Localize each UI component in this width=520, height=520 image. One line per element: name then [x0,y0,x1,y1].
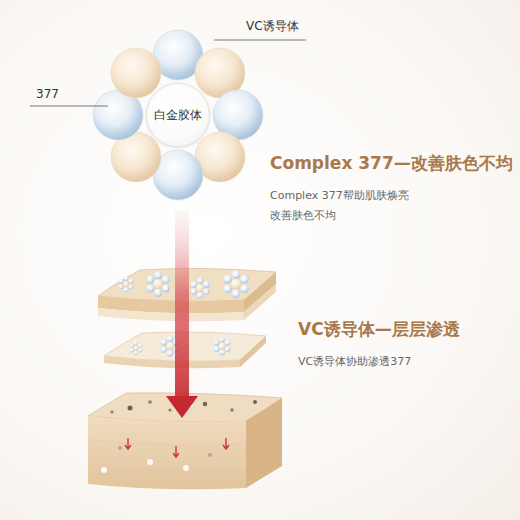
section-body: Complex 377帮助肌肤焕亮 改善肤色不均 [270,186,442,226]
leader-line [30,106,108,107]
center-sphere: 白金胶体 [146,83,210,147]
section-heading: Complex 377—改善肤色不均 [270,152,513,174]
penetration-arrow [166,210,198,418]
node-label: 白金胶体 [154,107,202,124]
skin-block [88,393,282,489]
callout-label: VC诱导体 [246,18,299,34]
section-body: VC诱导体协助渗透377 [298,355,411,369]
section-heading: VC诱导体—层层渗透 [298,318,460,340]
leader-line [214,40,306,41]
molecule-petals [93,30,263,200]
callout-number: 377 [36,86,59,102]
